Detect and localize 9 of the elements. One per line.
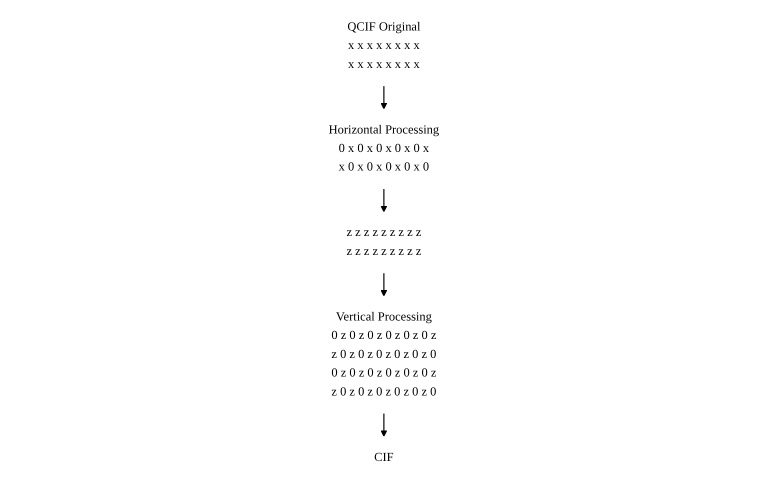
arrow	[380, 413, 388, 437]
node-text: z z z z z z z z z z z z z z z z z z	[346, 226, 422, 258]
node-text: Vertical Processing 0 z 0 z 0 z 0 z 0 z 0 z z 0 z 0 z 0 z 0 z 0 z 0 0 z 0 z 0 z 0 z 0 z 0 z z 0 z 0 z 0 z 0 z 0 z 0	[332, 310, 436, 398]
arrow	[380, 86, 388, 110]
arrow	[380, 188, 388, 212]
node-text: QCIF Original x x x x x x x x x x x x x x x x	[347, 20, 421, 71]
node-text: Horizontal Processing 0 x 0 x 0 x 0 x 0 x x 0 x 0 x 0 x 0 x 0	[328, 123, 440, 174]
node-text: CIF	[374, 450, 394, 464]
arrow	[380, 272, 388, 297]
